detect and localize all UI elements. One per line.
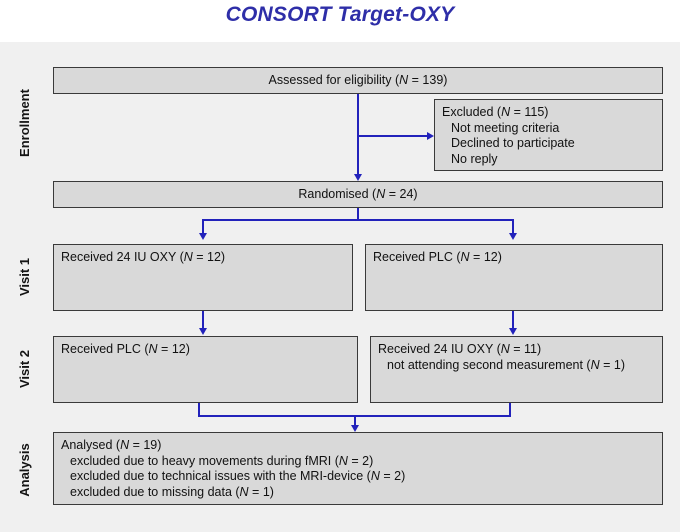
stage-label-visit-1: Visit 1 [17, 257, 32, 297]
diagram-canvas: Enrollment Visit 1 Visit 2 Analysis Asse… [0, 42, 680, 532]
node-excluded-line-2: Not meeting criteria [451, 120, 560, 135]
arrow-split-to-visit1-right [508, 233, 517, 240]
stage-label-analysis: Analysis [17, 443, 32, 497]
node-excluded-line-1: Excluded (N = 115) [442, 105, 549, 119]
page-title: CONSORT Target-OXY [225, 3, 455, 26]
node-visit2-oxy: Received 24 IU OXY (N = 11) not attendin… [370, 336, 663, 403]
connector-visit2-right-merge-drop [509, 403, 511, 417]
node-analysed-line-2: excluded due to heavy movements during f… [70, 453, 374, 468]
node-visit1-plc-line-1: Received PLC (N = 12) [373, 250, 502, 264]
node-excluded-line-4: No reply [451, 151, 498, 166]
node-visit2-oxy-line-1: Received 24 IU OXY (N = 11) [378, 342, 542, 356]
node-randomised: Randomised (N = 24) [53, 181, 663, 208]
node-visit2-oxy-line-2: not attending second measurement (N = 1) [387, 357, 626, 372]
connector-randomised-split-trunk [357, 208, 359, 221]
node-analysed-line-1: Analysed (N = 19) [61, 438, 162, 452]
node-excluded-line-3: Declined to participate [451, 136, 575, 150]
arrow-visit1-right-to-visit2-right [508, 328, 517, 335]
node-visit1-plc: Received PLC (N = 12) [365, 244, 663, 311]
node-excluded: Excluded (N = 115) Not meeting criteria … [434, 99, 663, 171]
node-assessed-for-eligibility: Assessed for eligibility (N = 139) [53, 67, 663, 94]
node-analysed: Analysed (N = 19) excluded due to heavy … [53, 432, 663, 505]
node-analysed-line-4: excluded due to missing data (N = 1) [70, 484, 274, 499]
arrow-visit1-left-to-visit2-left [198, 328, 207, 335]
node-visit2-plc-line-1: Received PLC (N = 12) [61, 342, 190, 356]
node-assessed-line-1: Assessed for eligibility (N = 139) [268, 72, 448, 87]
stage-label-visit-2: Visit 2 [17, 349, 32, 389]
connector-trunk-to-excluded [357, 135, 427, 137]
connector-visit1-left-to-visit2-left [202, 311, 204, 330]
connector-merge-to-analysed-trunk [354, 415, 356, 427]
connector-randomised-split-bar [202, 219, 514, 221]
arrow-merge-to-analysed [350, 425, 359, 432]
node-randomised-line-1: Randomised (N = 24) [298, 186, 418, 201]
node-visit1-oxy: Received 24 IU OXY (N = 12) [53, 244, 353, 311]
node-visit2-plc: Received PLC (N = 12) [53, 336, 358, 403]
arrow-assessed-to-randomised [353, 174, 362, 181]
arrow-split-to-visit1-left [198, 233, 207, 240]
node-visit1-oxy-line-1: Received 24 IU OXY (N = 12) [61, 250, 226, 264]
stage-label-enrollment: Enrollment [17, 89, 32, 157]
connector-visit2-left-merge-drop [198, 403, 200, 417]
connector-visit1-right-to-visit2-right [512, 311, 514, 330]
connector-split-left-drop [202, 219, 204, 235]
node-analysed-line-3: excluded due to technical issues with th… [70, 469, 406, 483]
arrow-trunk-to-excluded [427, 131, 434, 140]
diagram-title-bar: CONSORT Target-OXY [0, 0, 680, 42]
connector-split-right-drop [512, 219, 514, 235]
